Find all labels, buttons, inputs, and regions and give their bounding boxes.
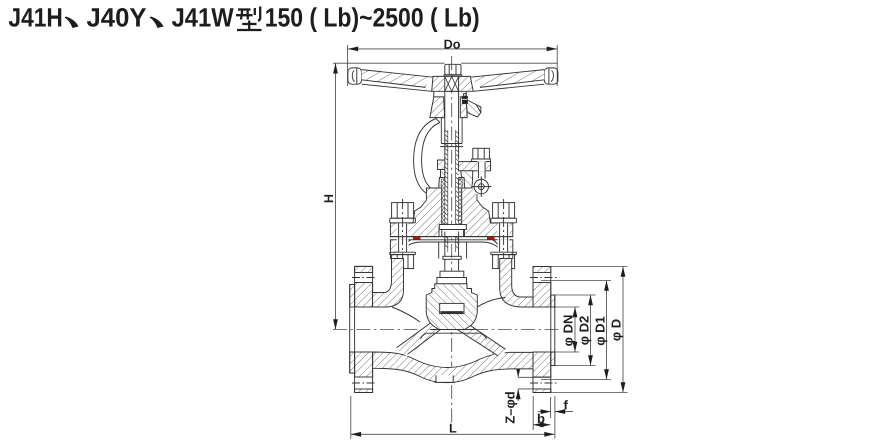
- svg-text:H: H: [322, 194, 336, 203]
- svg-text:φ D1: φ D1: [593, 316, 608, 346]
- svg-text:f: f: [564, 398, 569, 413]
- svg-text:J40Y: J40Y: [87, 3, 147, 33]
- svg-text:Do: Do: [444, 37, 461, 51]
- svg-text:Z–φd: Z–φd: [503, 391, 518, 423]
- svg-text:φ D: φ D: [609, 319, 624, 341]
- svg-text:150 ( Lb)~2500 ( Lb): 150 ( Lb)~2500 ( Lb): [265, 3, 480, 33]
- svg-text:L: L: [449, 421, 457, 435]
- svg-text:φ DN: φ DN: [561, 315, 576, 347]
- svg-text:J41H: J41H: [8, 3, 63, 33]
- svg-text:φ D2: φ D2: [577, 316, 592, 346]
- svg-text:b: b: [537, 411, 545, 426]
- svg-text:J41W: J41W: [172, 3, 234, 33]
